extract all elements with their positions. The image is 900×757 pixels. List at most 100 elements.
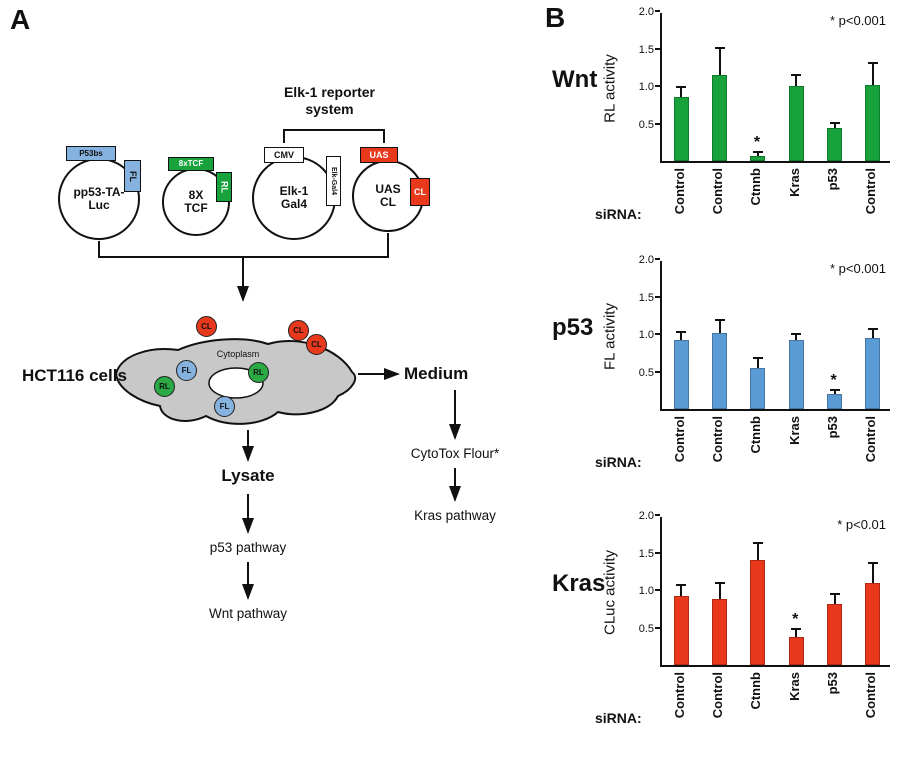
cl-tag: CL — [410, 178, 430, 206]
x-tick-label: Kras — [786, 672, 802, 701]
plasmid-name: Elk-1 Gal4 — [279, 183, 309, 211]
chart-title: p53 — [552, 314, 594, 341]
y-tick-mark — [655, 122, 660, 125]
y-tick-mark — [655, 258, 660, 260]
chart-title: Kras — [552, 570, 606, 597]
sirna-label: siRNA: — [595, 206, 642, 222]
bar-kras-3 — [788, 86, 804, 161]
bar-ctnnb-2 — [750, 155, 766, 161]
bar-ctnnb-2 — [750, 367, 766, 409]
error-bar — [756, 543, 759, 560]
error-bar-cap — [867, 561, 878, 564]
rl-molecule-label: RL — [253, 368, 264, 377]
x-tick-label: p53 — [825, 168, 840, 191]
significance-star: * — [792, 610, 799, 628]
y-tick-mark — [655, 514, 660, 516]
error-bar — [833, 124, 836, 128]
significance-annotation: * p<0.01 — [837, 517, 886, 532]
error-bar — [680, 586, 683, 596]
y-axis-label: FL activity — [601, 303, 619, 370]
x-tick-label: Control — [710, 672, 725, 719]
wnt-pathway-label: Wnt pathway — [208, 606, 288, 621]
cl-molecule-label: CL — [201, 322, 212, 331]
x-tick-label: Kras — [786, 168, 802, 197]
error-bar — [680, 332, 683, 340]
x-tick-label: Ctnnb — [748, 168, 764, 206]
bar-control-1 — [712, 332, 727, 409]
error-bar-cap — [829, 389, 840, 391]
x-tick-label: p53 — [825, 672, 840, 695]
y-axis-label: CLuc activity — [601, 549, 619, 636]
cl-molecule-label: CL — [293, 326, 304, 335]
error-bar — [718, 48, 721, 75]
lysate-label: Lysate — [221, 466, 275, 485]
cl-molecule: CL — [196, 316, 217, 337]
error-bar — [718, 584, 721, 599]
panel-b-label: B — [545, 2, 566, 33]
error-bar-cap — [676, 584, 687, 587]
error-bar-cap — [791, 332, 802, 335]
significance-star: * — [830, 372, 837, 389]
y-tick-mark — [655, 295, 660, 298]
significance-star: * — [753, 133, 761, 151]
sirna-label: siRNA: — [595, 454, 642, 470]
rl-tag: RL — [216, 172, 232, 202]
error-bar — [871, 563, 874, 583]
plasmid-bracket — [98, 233, 389, 258]
fl-molecule: FL — [214, 396, 235, 417]
bar-kras-3 — [788, 340, 804, 409]
rl-molecule: RL — [154, 376, 175, 397]
error-bar — [795, 334, 798, 340]
kras-pathway-label: Kras pathway — [414, 508, 496, 523]
fl-molecule: FL — [176, 360, 197, 381]
significance-annotation: * p<0.001 — [829, 261, 886, 276]
fl-tag: FL — [124, 160, 141, 192]
x-tick-label: Control — [863, 672, 879, 719]
bar-control-1 — [712, 74, 727, 161]
bar-control-0 — [673, 97, 689, 161]
y-tick-label: 0.5 — [638, 622, 654, 635]
error-bar-cap — [714, 582, 725, 584]
bar-control-1 — [712, 599, 727, 665]
error-bar-cap — [829, 592, 840, 595]
error-bar-cap — [829, 122, 840, 125]
x-tick-label: Control — [671, 168, 687, 215]
error-bar-cap — [752, 150, 763, 153]
elk-reporter-bracket — [283, 129, 385, 143]
y-tick-label: 1.5 — [638, 43, 654, 56]
error-bar-cap — [676, 330, 687, 333]
p53-pathway-label: p53 pathway — [209, 540, 287, 555]
y-tick-label: 1.0 — [638, 329, 654, 341]
x-tick-label: Control — [671, 416, 687, 463]
error-bar-cap — [752, 356, 763, 359]
panel-a: A Elk-1 reporter system pp53-TA-Luc P53b… — [10, 4, 500, 621]
bar-control-5 — [865, 84, 881, 161]
cytoplasm-label: Cytoplasm — [216, 349, 260, 359]
x-tick-label: Kras — [786, 416, 802, 445]
cytotox-flour-label: CytoTox Flour* — [410, 446, 500, 461]
y-tick-label: 2.0 — [638, 6, 654, 18]
error-bar — [718, 321, 721, 333]
x-tick-label: Control — [710, 168, 725, 215]
y-tick-label: 1.5 — [638, 291, 654, 304]
cmv-tag: CMV — [264, 147, 304, 163]
error-bar — [680, 88, 683, 98]
y-tick-label: 1.0 — [638, 585, 654, 597]
error-bar — [871, 330, 874, 338]
y-tick-mark — [655, 10, 660, 12]
y-tick-label: 1.5 — [638, 547, 654, 560]
y-tick-label: 0.5 — [638, 118, 654, 131]
cl-molecule: CL — [288, 320, 309, 341]
cl-molecule-label: CL — [311, 340, 322, 349]
error-bar-cap — [867, 61, 878, 64]
error-bar — [795, 629, 798, 638]
x-tick-label: Ctnnb — [748, 416, 764, 454]
error-bar-cap — [676, 86, 687, 89]
plasmid-elk1-gal4: Elk-1 Gal4 — [252, 156, 336, 240]
